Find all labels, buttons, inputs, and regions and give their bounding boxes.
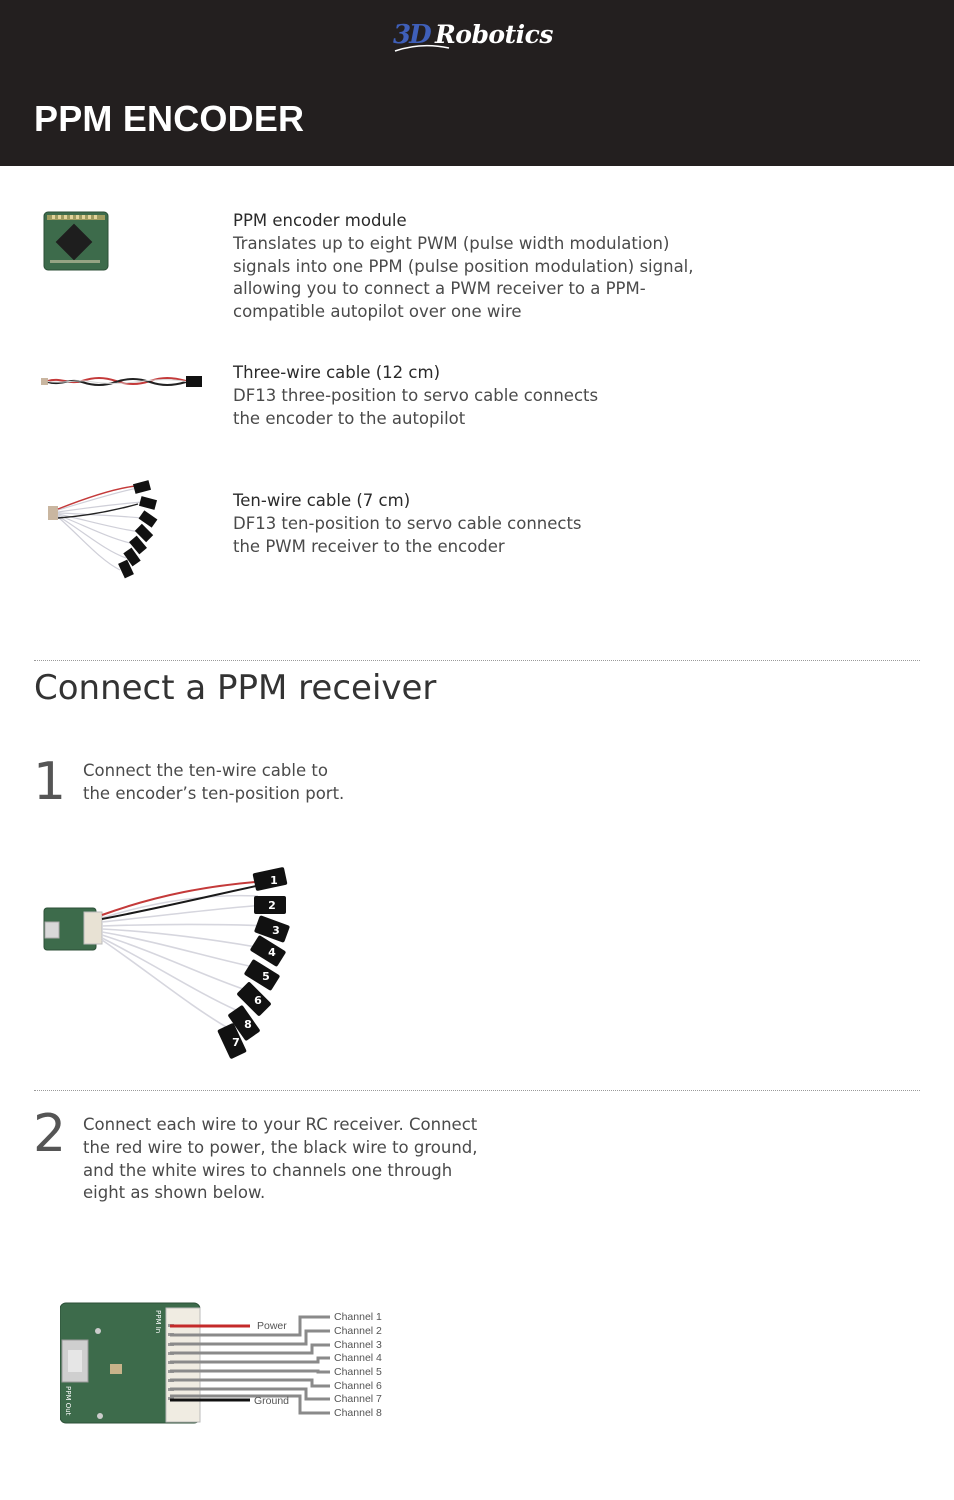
connector-label: 3 — [272, 924, 280, 937]
component-three-wire-cable: Three-wire cable (12 cm) DF13 three-posi… — [233, 362, 598, 430]
section-divider — [34, 660, 920, 661]
channel-label: Channel 5 — [334, 1366, 382, 1378]
component-description: the PWM receiver to the encoder — [233, 536, 505, 556]
board-label: PPM In — [154, 1310, 162, 1333]
connector-label: 5 — [262, 970, 270, 983]
step-number: 2 — [33, 1104, 67, 1164]
step-text-line: and the white wires to channels one thro… — [83, 1160, 453, 1180]
page-title: PPM ENCODER — [34, 98, 305, 139]
logo-swoosh-icon — [394, 44, 450, 52]
component-description: Translates up to eight PWM (pulse width … — [233, 233, 670, 253]
step-2-text: Connect each wire to your RC receiver. C… — [83, 1114, 478, 1205]
component-description: the encoder to the autopilot — [233, 408, 466, 428]
step-text-line: eight as shown below. — [83, 1183, 266, 1203]
connector-label: 1 — [270, 874, 278, 887]
step-divider — [34, 1090, 920, 1091]
connector-label: 2 — [268, 899, 276, 912]
header-bar: 3D Robotics PPM ENCODER — [0, 0, 954, 166]
step-text-line: the encoder’s ten-position port. — [83, 783, 345, 803]
component-description: DF13 ten-position to servo cable connect… — [233, 513, 582, 533]
component-title: Three-wire cable (12 cm) — [233, 363, 441, 382]
step-number: 1 — [33, 752, 67, 812]
encoder-with-ten-wire-cable-image: 1 2 3 4 5 6 8 7 — [43, 867, 290, 1059]
channel-label: Channel 6 — [334, 1380, 382, 1392]
step-text-line: the red wire to power, the black wire to… — [83, 1137, 478, 1157]
component-description: DF13 three-position to servo cable conne… — [233, 385, 599, 405]
channel-label: Channel 2 — [334, 1325, 382, 1337]
connector-label: 7 — [232, 1036, 240, 1049]
step-1-text: Connect the ten-wire cable to the encode… — [83, 760, 344, 806]
channel-label: Channel 7 — [334, 1393, 382, 1405]
logo-word: Robotics — [435, 20, 553, 49]
channel-label: Channel 3 — [334, 1339, 382, 1351]
power-label: Power — [257, 1320, 287, 1332]
ppm-encoder-module-image — [43, 211, 109, 271]
component-description: compatible autopilot over one wire — [233, 302, 522, 322]
connector-label: 8 — [244, 1018, 252, 1031]
component-description: allowing you to connect a PWM receiver t… — [233, 279, 646, 299]
channel-label: Channel 4 — [334, 1352, 382, 1364]
connector-label: 6 — [254, 994, 262, 1007]
channel-label: Channel 8 — [334, 1407, 382, 1419]
ground-label: Ground — [254, 1395, 289, 1407]
wiring-diagram: PPM In PPM Out Power Ground Channel 1 Ch… — [60, 1302, 382, 1424]
board-label: PPM Out — [64, 1386, 72, 1416]
component-title: Ten-wire cable (7 cm) — [233, 491, 411, 510]
three-wire-cable-image — [41, 376, 202, 387]
channel-label: Channel 1 — [334, 1311, 382, 1323]
step-text-line: Connect the ten-wire cable to — [83, 761, 328, 780]
component-title: PPM encoder module — [233, 211, 407, 230]
3d-robotics-logo: 3D Robotics — [393, 18, 565, 54]
component-ten-wire-cable: Ten-wire cable (7 cm) DF13 ten-position … — [233, 490, 582, 558]
step-text-line: Connect each wire to your RC receiver. C… — [83, 1115, 478, 1134]
component-encoder-module: PPM encoder module Translates up to eigh… — [233, 210, 694, 324]
ten-wire-cable-image — [48, 480, 158, 579]
component-description: signals into one PPM (pulse position mod… — [233, 256, 694, 276]
connector-label: 4 — [268, 946, 276, 959]
section-title: Connect a PPM receiver — [34, 668, 437, 708]
